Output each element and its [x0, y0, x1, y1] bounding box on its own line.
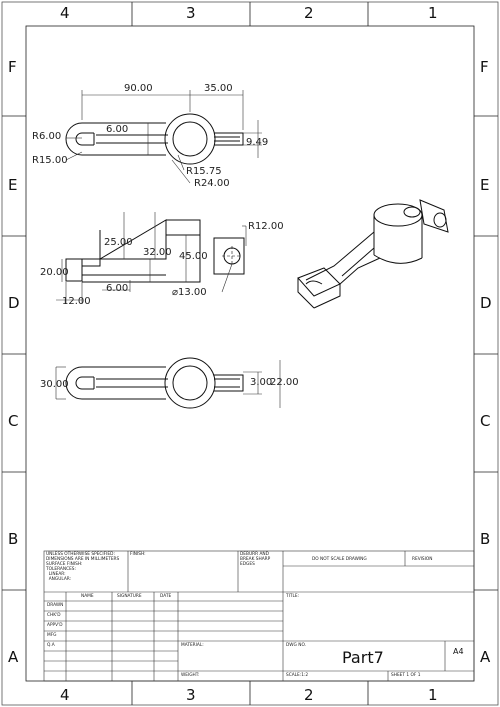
zone-top-4: 4	[60, 4, 70, 22]
zone-bottom-2: 2	[304, 686, 314, 704]
bottom-view-dimensions	[55, 360, 281, 408]
zone-top-2: 2	[304, 4, 314, 22]
zone-right-f: F	[480, 58, 489, 76]
dim-20: 20.00	[40, 267, 69, 278]
deburr-note: DEBURR AND BREAK SHARP EDGES	[240, 552, 271, 567]
zone-top-1: 1	[428, 4, 438, 22]
dim-35: 35.00	[204, 83, 233, 94]
zone-top-3: 3	[186, 4, 196, 22]
zone-left-a: A	[8, 648, 19, 666]
do-not-scale-label: DO NOT SCALE DRAWING	[312, 557, 367, 562]
zone-right-e: E	[480, 176, 490, 194]
zone-bottom-3: 3	[186, 686, 196, 704]
dim-6-top: 6.00	[106, 124, 129, 135]
weight-label: WEIGHT:	[181, 673, 200, 678]
zone-right-a: A	[480, 648, 491, 666]
title-label: TITLE:	[286, 594, 300, 599]
bottom-view-geometry	[65, 357, 244, 409]
zone-left-d: D	[8, 294, 20, 312]
dim-9-49: 9.49	[246, 137, 269, 148]
zone-bottom-4: 4	[60, 686, 70, 704]
sheet-label: SHEET 1 OF 1	[391, 673, 421, 678]
dim-12: 12.00	[62, 296, 91, 307]
general-notes: UNLESS OTHERWISE SPECIFIED: DIMENSIONS A…	[46, 552, 120, 582]
dim-3: 3.00	[250, 377, 273, 388]
part-name: Part7	[342, 648, 384, 667]
row-mfg: MFG	[47, 633, 57, 638]
revision-label: REVISION	[412, 557, 433, 562]
scale-label: SCALE:1:2	[286, 673, 309, 678]
finish-label: FINISH:	[130, 552, 146, 557]
dim-r15: R15.00	[32, 155, 68, 166]
dim-25: 25.00	[104, 237, 133, 248]
dim-r15-75: R15.75	[186, 166, 222, 177]
dim-r6: R6.00	[32, 131, 62, 142]
dim-30: 30.00	[40, 379, 69, 390]
zone-right-d: D	[480, 294, 492, 312]
front-view-geometry	[65, 219, 245, 283]
dim-90: 90.00	[124, 83, 153, 94]
col-signature: SIGNATURE	[117, 594, 142, 599]
row-qa: Q.A	[47, 643, 55, 648]
zone-left-b: B	[8, 530, 19, 548]
zone-left-f: F	[8, 58, 17, 76]
dim-22: 22.00	[270, 377, 299, 388]
dim-dia13: ⌀13.00	[172, 287, 207, 298]
dwg-no-label: DWG NO.	[286, 643, 307, 648]
col-date: DATE	[160, 594, 172, 599]
zone-bottom-1: 1	[428, 686, 438, 704]
isometric-view-geometry	[297, 199, 449, 309]
front-view-dimensions	[56, 212, 247, 304]
dim-r12: R12.00	[248, 221, 284, 232]
material-label: MATERIAL:	[181, 643, 204, 648]
zone-left-e: E	[8, 176, 18, 194]
zone-right-c: C	[480, 412, 491, 430]
top-view-dimensions	[65, 90, 262, 184]
row-approved: APPV'D	[47, 623, 63, 628]
dim-32: 32.00	[143, 247, 172, 258]
row-drawn: DRAWN	[47, 603, 64, 608]
top-view-geometry	[65, 113, 244, 165]
dim-r24: R24.00	[194, 178, 230, 189]
row-checked: CHK'D	[47, 613, 61, 618]
dim-6-front: 6.00	[106, 283, 129, 294]
zone-left-c: C	[8, 412, 19, 430]
col-name: NAME	[81, 594, 94, 599]
dim-45: 45.00	[179, 251, 208, 262]
sheet-size: A4	[453, 647, 464, 656]
title-block-grid	[43, 550, 475, 682]
zone-right-b: B	[480, 530, 491, 548]
